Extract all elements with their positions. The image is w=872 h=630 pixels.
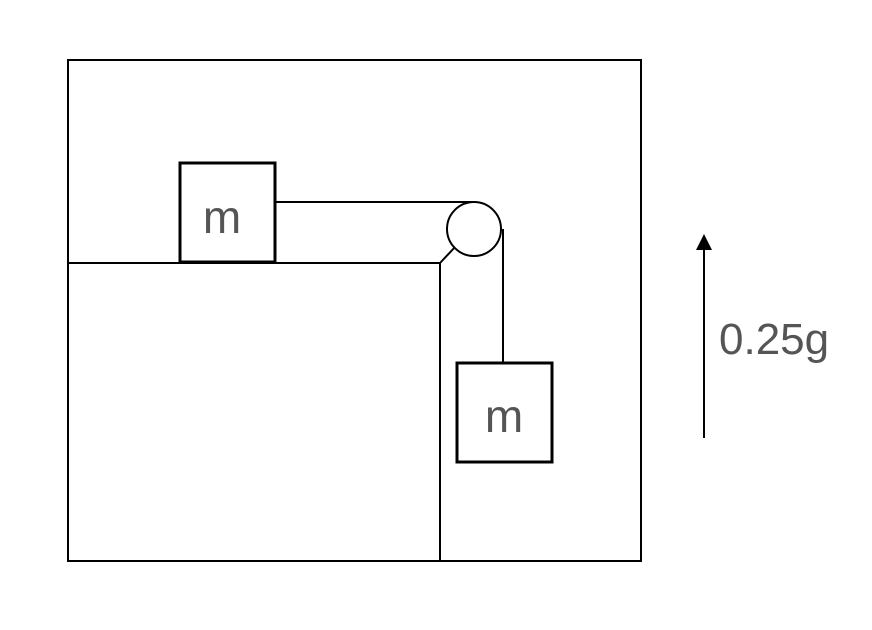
block-on-table-label: m bbox=[203, 191, 241, 243]
outer-frame bbox=[67, 59, 642, 562]
table bbox=[68, 262, 441, 561]
hanging-block-label: m bbox=[485, 390, 523, 442]
acceleration-label: 0.25g bbox=[719, 315, 829, 364]
pulley-bracket bbox=[439, 245, 457, 264]
hanging-block: m bbox=[455, 361, 554, 464]
pulley bbox=[446, 201, 502, 257]
block-on-table: m bbox=[178, 161, 277, 264]
